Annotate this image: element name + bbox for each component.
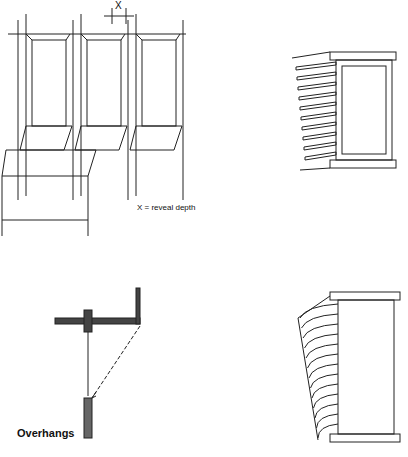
curved-louvres [298, 292, 400, 442]
sill [20, 126, 72, 150]
reveal-edge [121, 34, 125, 40]
frame-edge [298, 318, 318, 440]
fin-edge [128, 20, 129, 200]
reveal-edge [176, 34, 180, 40]
louvre-blade [306, 344, 338, 358]
louvre-blade [302, 314, 339, 328]
ledge [88, 176, 89, 236]
dimension-note: X = reveal depth [136, 204, 196, 213]
fin-edge [26, 14, 27, 196]
figure-label: Overhangs [16, 427, 75, 439]
window-pane [142, 40, 176, 126]
ledge [2, 220, 88, 221]
louvre-blade [308, 354, 339, 368]
dimension-label: X [114, 0, 123, 11]
reveal-edge [66, 34, 70, 40]
louvre-blade [298, 82, 336, 90]
reveal-edge [26, 34, 32, 40]
ledge [2, 150, 96, 176]
fin-edge [18, 20, 19, 200]
sill [75, 126, 127, 150]
window-pane [87, 40, 121, 126]
overhang-section [55, 288, 140, 438]
frame-edge [292, 52, 330, 58]
louvre-blade [297, 72, 336, 80]
sill [130, 126, 182, 150]
frame-edge [300, 168, 330, 170]
horizontal-louvres [292, 52, 396, 170]
louvre-blade [318, 424, 338, 438]
louvre-blade [301, 112, 336, 120]
fin-edge [81, 14, 82, 196]
louvre-blade [305, 152, 336, 160]
ledge [2, 176, 3, 236]
reveal-edge [81, 34, 87, 40]
reveal-facade [2, 14, 186, 236]
louvre-blade [303, 132, 336, 140]
louvre-blade [300, 304, 338, 318]
louvre-blade [300, 102, 336, 110]
fin-edge [183, 20, 184, 200]
fin-edge [73, 20, 74, 200]
louvre-blade [309, 364, 338, 378]
louvre-blade [311, 374, 339, 388]
louvre-blade [302, 122, 336, 130]
head-line [8, 34, 186, 35]
louvre-blade [303, 324, 338, 338]
frame-edge [298, 296, 330, 318]
louvre-blade [304, 142, 336, 150]
window-pane [32, 40, 66, 126]
fin-edge [136, 14, 137, 196]
reveal-edge [136, 34, 142, 40]
louvre-blade [299, 92, 336, 100]
louvre-blade [312, 384, 338, 398]
louvre-blade [305, 334, 339, 348]
louvre-blade [296, 62, 336, 70]
